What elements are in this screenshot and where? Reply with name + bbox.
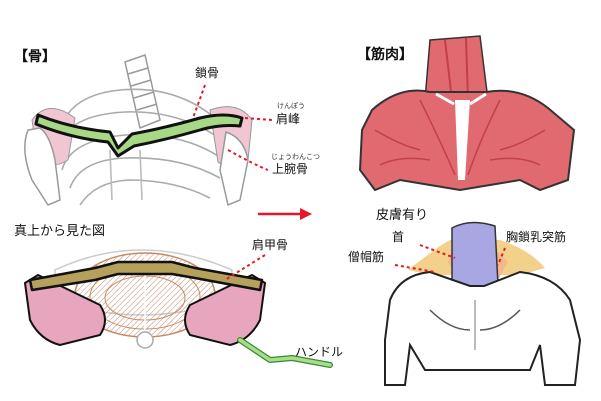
skin-heading: 皮膚有り xyxy=(376,208,429,223)
clavicle-label: 鎖骨 xyxy=(195,66,220,80)
muscle-heading: 【筋肉】 xyxy=(357,47,413,63)
skin-leader-lines xyxy=(394,244,506,273)
scapula-label: 肩甲骨 xyxy=(252,238,289,252)
humerus-left xyxy=(24,127,61,206)
trapezius-label: 僧帽筋 xyxy=(348,250,385,264)
muscle-figure xyxy=(358,35,576,192)
scm-label: 胸鎖乳突筋 xyxy=(506,230,567,244)
top-view-leader-line xyxy=(224,254,266,281)
humerus-label: 上腕骨 xyxy=(272,162,309,176)
neck-label: 首 xyxy=(392,230,405,244)
acromion-ruby: けんぽう xyxy=(277,102,305,110)
top-view-figure xyxy=(23,249,333,368)
humerus-ruby: じょうわんこつ xyxy=(271,153,320,161)
clavicle-bones xyxy=(34,113,244,158)
top-view-heading: 真上から見た図 xyxy=(14,224,106,239)
scapula-top-right xyxy=(184,273,267,347)
bone-front-figure xyxy=(24,54,273,207)
cervical-spine xyxy=(124,54,161,130)
rib-cage xyxy=(57,88,225,206)
acromion-label: 肩峰 xyxy=(276,112,301,126)
scapula-top-left xyxy=(23,273,106,347)
vertebra-top-view xyxy=(136,331,154,349)
handle-label: ハンドル xyxy=(295,345,344,359)
neck-highlight xyxy=(451,221,499,291)
clavicle-top-view xyxy=(28,260,264,292)
skin-figure xyxy=(384,221,582,386)
humerus-right xyxy=(219,131,249,207)
bone-heading: 【骨】 xyxy=(14,49,56,65)
torso-outline xyxy=(384,270,582,386)
bone-leader-lines xyxy=(192,84,273,171)
right-arrow-icon xyxy=(258,208,312,220)
